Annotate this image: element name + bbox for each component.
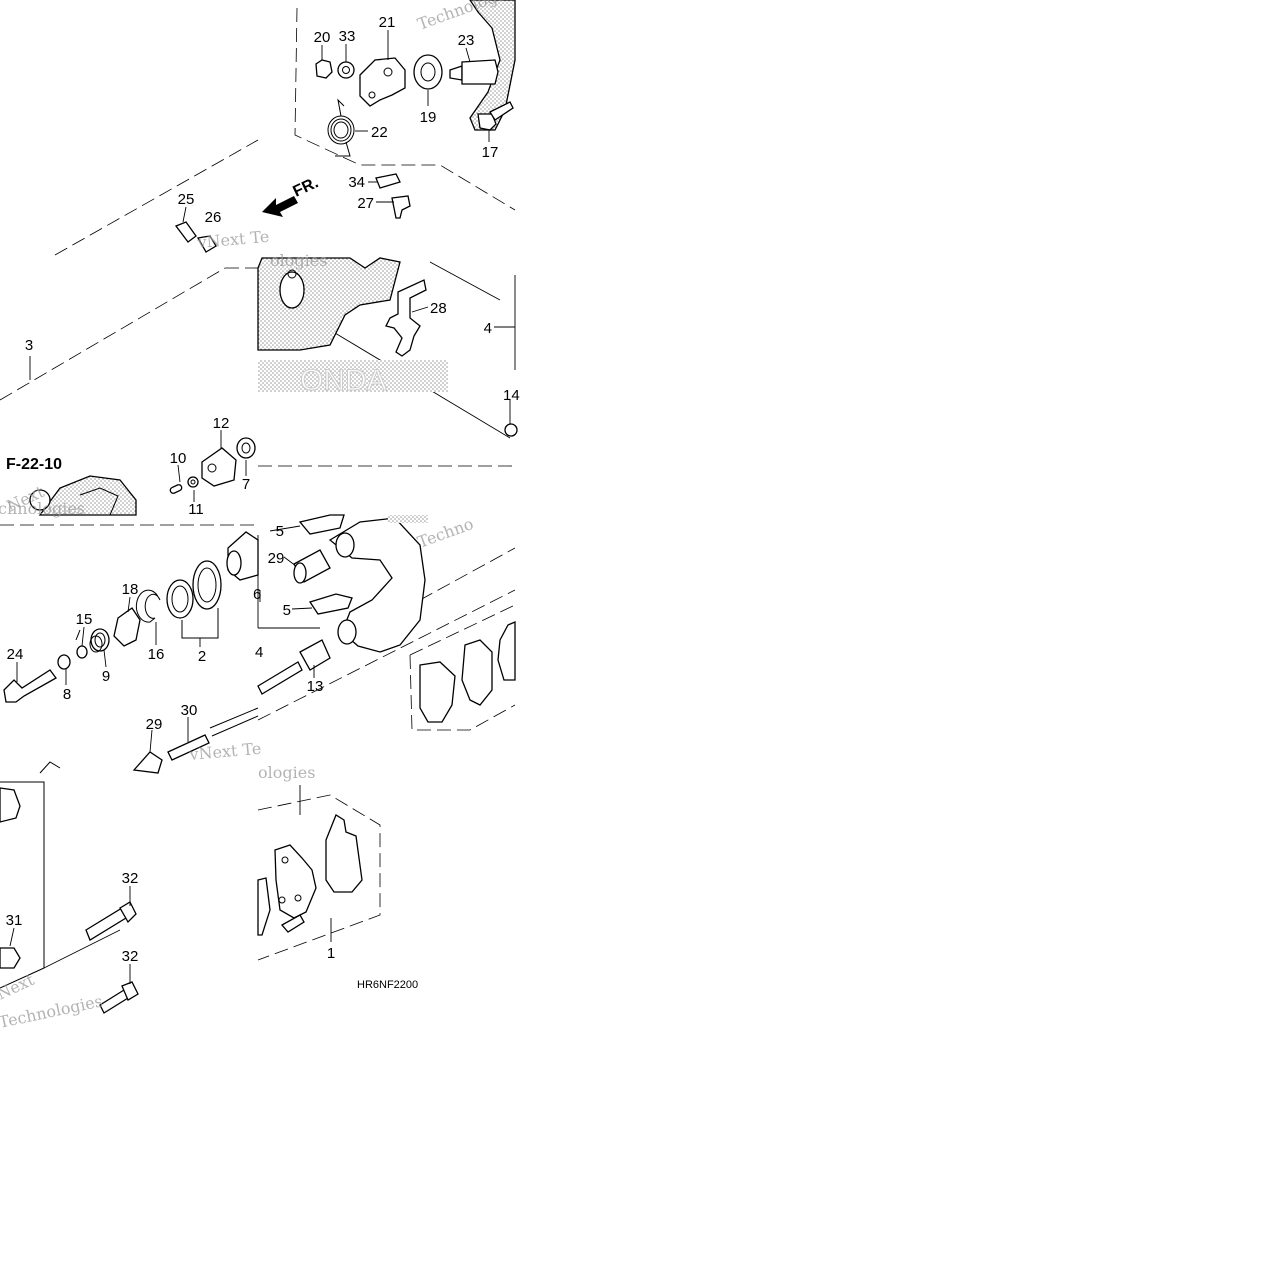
brake-pad-part <box>274 844 317 919</box>
clip-5-upper-part <box>298 514 345 535</box>
callout-29-lower[interactable]: 29 <box>146 716 163 733</box>
washer-part <box>337 61 355 79</box>
callout-3[interactable]: 3 <box>25 337 33 354</box>
callout-15[interactable]: 15 <box>76 611 93 628</box>
bolt-part <box>477 113 497 131</box>
lever-part <box>359 57 406 107</box>
tile-mid-upper: ONDA Next chnologies ologies <box>0 251 518 518</box>
callout-10[interactable]: 10 <box>170 450 187 467</box>
tile-top: FR. Technologies vNext Te <box>54 0 521 256</box>
callout-28[interactable]: 28 <box>430 300 447 317</box>
nut-part <box>315 59 333 79</box>
callout-labels: 20 33 21 23 22 19 17 34 27 25 26 28 3 4 … <box>6 14 520 965</box>
caliper-body <box>257 257 401 351</box>
boot-29b-part <box>132 751 163 774</box>
callout-8[interactable]: 8 <box>63 686 71 703</box>
piston-6-fragment <box>0 787 21 823</box>
callout-23[interactable]: 23 <box>458 32 475 49</box>
callout-6-mid[interactable]: 6 <box>253 586 261 603</box>
callout-4-lower[interactable]: 4 <box>255 644 263 661</box>
callout-29-upper[interactable]: 29 <box>268 550 285 567</box>
callout-26[interactable]: 26 <box>205 209 222 226</box>
piston-assembly-top <box>29 437 256 516</box>
watermark: Technologies <box>0 991 104 1032</box>
callout-16[interactable]: 16 <box>148 646 165 663</box>
callout-19[interactable]: 19 <box>420 109 437 126</box>
circlip-part <box>135 589 161 623</box>
adjuster-part <box>113 607 141 647</box>
drawing-code: HR6NF2200 <box>357 979 418 991</box>
caliper-body-fragment <box>469 0 516 131</box>
callout-11[interactable]: 11 <box>188 501 204 518</box>
callout-32-upper[interactable]: 32 <box>122 870 139 887</box>
piston-seal-part <box>192 560 222 610</box>
callout-24[interactable]: 24 <box>7 646 24 663</box>
boot-29-part <box>293 549 331 584</box>
bleeder-screw-part <box>174 221 197 243</box>
bolt-32-upper-part <box>85 901 137 941</box>
washer-15-part <box>76 645 88 659</box>
callout-2[interactable]: 2 <box>198 648 206 665</box>
callout-32-lower[interactable]: 32 <box>122 948 139 965</box>
reference-label[interactable]: F-22-10 <box>6 456 62 473</box>
watermark: ologies <box>258 763 315 782</box>
bleeder-part <box>391 195 411 219</box>
washer-8-part <box>57 654 71 670</box>
caliper-body-lower <box>258 360 448 392</box>
caliper-bracket-part <box>328 517 426 653</box>
spring-part <box>327 98 355 157</box>
pad-right-part <box>419 661 456 723</box>
callout-33[interactable]: 33 <box>339 28 356 45</box>
clip-5-lower-part <box>308 593 353 615</box>
direction-label: FR. <box>291 174 322 200</box>
callout-27[interactable]: 27 <box>357 195 374 212</box>
bleeder-cap-part <box>196 235 217 253</box>
watermark: ologies <box>270 251 327 270</box>
pin-30-part <box>167 734 210 761</box>
callout-34[interactable]: 34 <box>348 174 365 191</box>
tile-bottom: Next Technologies ologies HR6NF2200 <box>0 761 418 1032</box>
brake-pad-outer-part <box>325 814 363 893</box>
callout-5-lower[interactable]: 5 <box>283 602 291 619</box>
front-direction-arrow: FR. <box>262 174 321 217</box>
bolt-32-lower-part <box>99 981 139 1014</box>
callout-30[interactable]: 30 <box>181 702 198 719</box>
watermark: chnologies <box>0 499 85 518</box>
callout-20[interactable]: 20 <box>314 29 331 46</box>
pin-cap-part <box>504 423 518 437</box>
watermark: vNext Te <box>196 227 270 252</box>
callout-9[interactable]: 9 <box>102 668 110 685</box>
callout-14[interactable]: 14 <box>503 387 520 404</box>
tile-mid-lower: Techno vNext Te <box>0 514 516 774</box>
callout-5-upper[interactable]: 5 <box>276 523 284 540</box>
callout-21[interactable]: 21 <box>379 14 396 31</box>
pad-spring-part <box>385 279 427 357</box>
boot-13-part <box>299 639 331 671</box>
slide-pin-part <box>257 661 303 695</box>
spring-9-part <box>89 628 110 653</box>
callout-17[interactable]: 17 <box>482 144 499 161</box>
callout-1[interactable]: 1 <box>327 945 335 962</box>
group-frame-top <box>294 7 516 211</box>
pin-part <box>449 65 463 81</box>
cap-part <box>375 173 401 189</box>
shaft-part <box>3 669 57 703</box>
boot-part <box>413 54 443 90</box>
callout-18[interactable]: 18 <box>122 581 139 598</box>
bolt-31-part <box>0 947 21 969</box>
callout-12[interactable]: 12 <box>213 415 230 432</box>
watermark: Next <box>0 970 37 1004</box>
callout-7[interactable]: 7 <box>242 476 250 493</box>
watermark-honda: ONDA <box>300 364 387 397</box>
callout-4-upper[interactable]: 4 <box>484 320 492 337</box>
callout-25[interactable]: 25 <box>178 191 195 208</box>
callout-13[interactable]: 13 <box>307 678 324 695</box>
caliper-housing-fragment <box>38 475 137 516</box>
callout-22[interactable]: 22 <box>371 124 388 141</box>
callout-31[interactable]: 31 <box>6 912 23 929</box>
